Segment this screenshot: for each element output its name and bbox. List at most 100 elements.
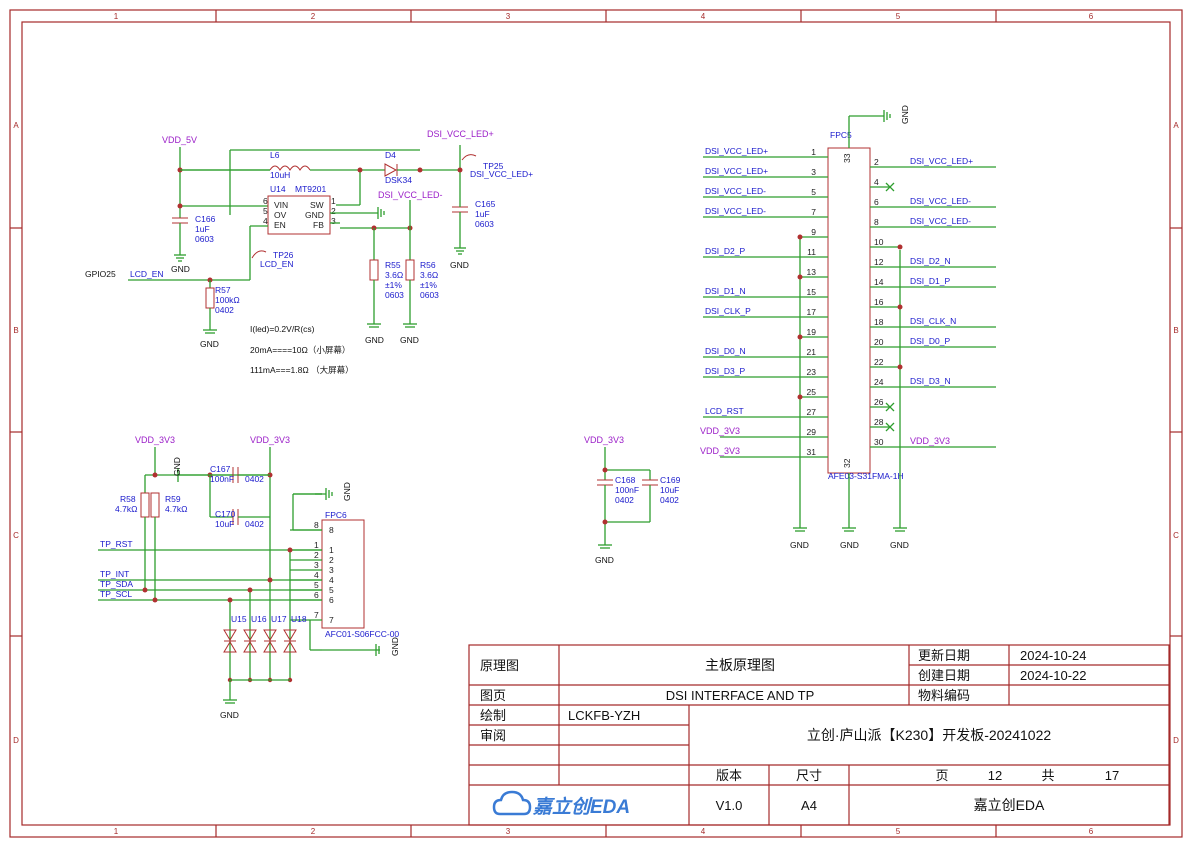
tp-scl-net: TP_SCL (100, 589, 132, 599)
u14-pin-number: 6 (263, 196, 268, 206)
l6-value: 10uH (270, 170, 290, 180)
c170-package: 0402 (245, 519, 264, 529)
created-date: 2024-10-22 (1020, 668, 1087, 683)
fpc5-pin-number: 7 (811, 207, 816, 217)
l6-ref: L6 (270, 150, 280, 160)
col-label: 5 (896, 12, 901, 21)
fpc5-pin-number: 26 (874, 397, 884, 407)
fpc5-pin-number: 5 (811, 187, 816, 197)
fpc5-pin-number: 16 (874, 297, 884, 307)
fpc5-net-label: LCD_RST (705, 406, 744, 416)
gnd-label: GND (400, 335, 419, 345)
fpc5-net-label: DSI_D0_P (910, 336, 950, 346)
vdd-3v3-label: VDD_3V3 (584, 435, 624, 445)
r55-package: 0603 (385, 290, 404, 300)
gnd-label: GND (365, 335, 384, 345)
vdd-3v3-decoupling: VDD_3V3 GND C168 100nF 0402 C169 10uF 04… (584, 435, 681, 565)
label-drawn: 绘制 (480, 708, 506, 723)
c167-value: 100nF (210, 474, 234, 484)
fpc5-net-label: DSI_CLK_P (705, 306, 751, 316)
gnd-label: GND (900, 105, 910, 124)
c168-package: 0402 (615, 495, 634, 505)
touch-panel-circuit: VDD_3V3 VDD_3V3 R58 4.7kΩ R59 4.7kΩ GND … (98, 435, 400, 720)
fpc5-pin-number: 10 (874, 237, 884, 247)
col-label: 3 (506, 12, 511, 21)
fpc5-pin-rows: 1DSI_VCC_LED+3DSI_VCC_LED+5DSI_VCC_LED-7… (700, 146, 996, 458)
dsi-vcc-led-plus-label: DSI_VCC_LED+ (427, 129, 494, 139)
gnd-label: GND (450, 260, 469, 270)
col-label: 6 (1089, 827, 1094, 836)
fpc5-net-label: DSI_VCC_LED+ (910, 156, 973, 166)
fpc5-ref: FPC5 (830, 130, 852, 140)
u14-pin-name: SW (310, 200, 324, 210)
fpc6-pin-number: 7 (329, 615, 334, 625)
label-review: 审阅 (480, 728, 506, 743)
fpc5-pin-number: 20 (874, 337, 884, 347)
tvs-diode-symbol (263, 641, 277, 653)
gnd-label: GND (172, 457, 182, 476)
size-value: A4 (801, 798, 817, 813)
col-label: 1 (114, 12, 119, 21)
fpc5-top-pin: 33 (842, 153, 852, 163)
tvs-diode-ref: U17 (271, 614, 287, 624)
label-created: 创建日期 (918, 668, 970, 683)
r58-value: 4.7kΩ (115, 504, 137, 514)
backlight-driver-circuit: VDD_5V GND C166 1uF 0603 L6 10uH D4 DSK3… (85, 129, 533, 375)
col-label: 1 (114, 827, 119, 836)
u14-pin-number: 4 (263, 216, 268, 226)
c166-package: 0603 (195, 234, 214, 244)
label-total: 共 (1041, 768, 1054, 783)
d4-ref: D4 (385, 150, 396, 160)
fpc6-pin-number: 7 (314, 610, 319, 620)
fpc5-pin-number: 3 (811, 167, 816, 177)
total-pages: 17 (1105, 768, 1119, 783)
fpc5-pin-number: 31 (807, 447, 817, 457)
r56-ref: R56 (420, 260, 436, 270)
gnd-label: GND (200, 339, 219, 349)
fpc6-pin-number: 2 (329, 555, 334, 565)
fpc5-net-label: DSI_VCC_LED+ (705, 146, 768, 156)
title-block: 原理图 主板原理图 更新日期 2024-10-24 创建日期 2024-10-2… (468, 644, 1170, 826)
c165-package: 0603 (475, 219, 494, 229)
r55-value: 3.6Ω (385, 270, 403, 280)
row-label: A (1173, 121, 1179, 130)
fpc5-net-label: DSI_D1_N (705, 286, 746, 296)
u14-pin-number: 2 (331, 206, 336, 216)
row-label: D (13, 736, 19, 745)
tvs-diode-ref: U16 (251, 614, 267, 624)
fpc5-net-label: VDD_3V3 (700, 426, 740, 436)
fpc6-pin-number: 3 (329, 565, 334, 575)
c167-ref: C167 (210, 464, 231, 474)
r56-package: 0603 (420, 290, 439, 300)
fpc5-net-label: VDD_3V3 (910, 436, 950, 446)
r57-value: 100kΩ (215, 295, 240, 305)
fpc6-pin-number: 5 (329, 585, 334, 595)
tvs-diode-ref: U15 (231, 614, 247, 624)
fpc5-pin-number: 22 (874, 357, 884, 367)
fpc6-pin-number: 6 (314, 590, 319, 600)
r56-tolerance: ±1% (420, 280, 437, 290)
u14-pin-name: OV (274, 210, 287, 220)
fpc5-pin-number: 13 (807, 267, 817, 277)
fpc5-net-label: DSI_VCC_LED- (910, 216, 971, 226)
r55-tolerance: ±1% (385, 280, 402, 290)
c166-value: 1uF (195, 224, 210, 234)
fpc5-dsi-connector: FPC5 GND 33 32 AFE03-S31FMA-1H GND GND G… (700, 105, 996, 550)
gnd-label: GND (342, 482, 352, 501)
logo-text: 嘉立创EDA (532, 796, 630, 818)
u14-pin-name: EN (274, 220, 286, 230)
c167-package: 0402 (245, 474, 264, 484)
fpc5-pin-number: 9 (811, 227, 816, 237)
tvs-diode-symbol (263, 629, 277, 641)
fpc6-ref: FPC6 (325, 510, 347, 520)
page-name: DSI INTERFACE AND TP (666, 688, 815, 703)
lcd-en-net: LCD_EN (130, 269, 164, 279)
u14-pin-number: 1 (331, 196, 336, 206)
fpc6-pin-number: 4 (329, 575, 334, 585)
fpc6-pin-number: 8 (329, 525, 334, 535)
fpc6-pin-number: 8 (314, 520, 319, 530)
col-label: 5 (896, 827, 901, 836)
gnd-label: GND (171, 264, 190, 274)
